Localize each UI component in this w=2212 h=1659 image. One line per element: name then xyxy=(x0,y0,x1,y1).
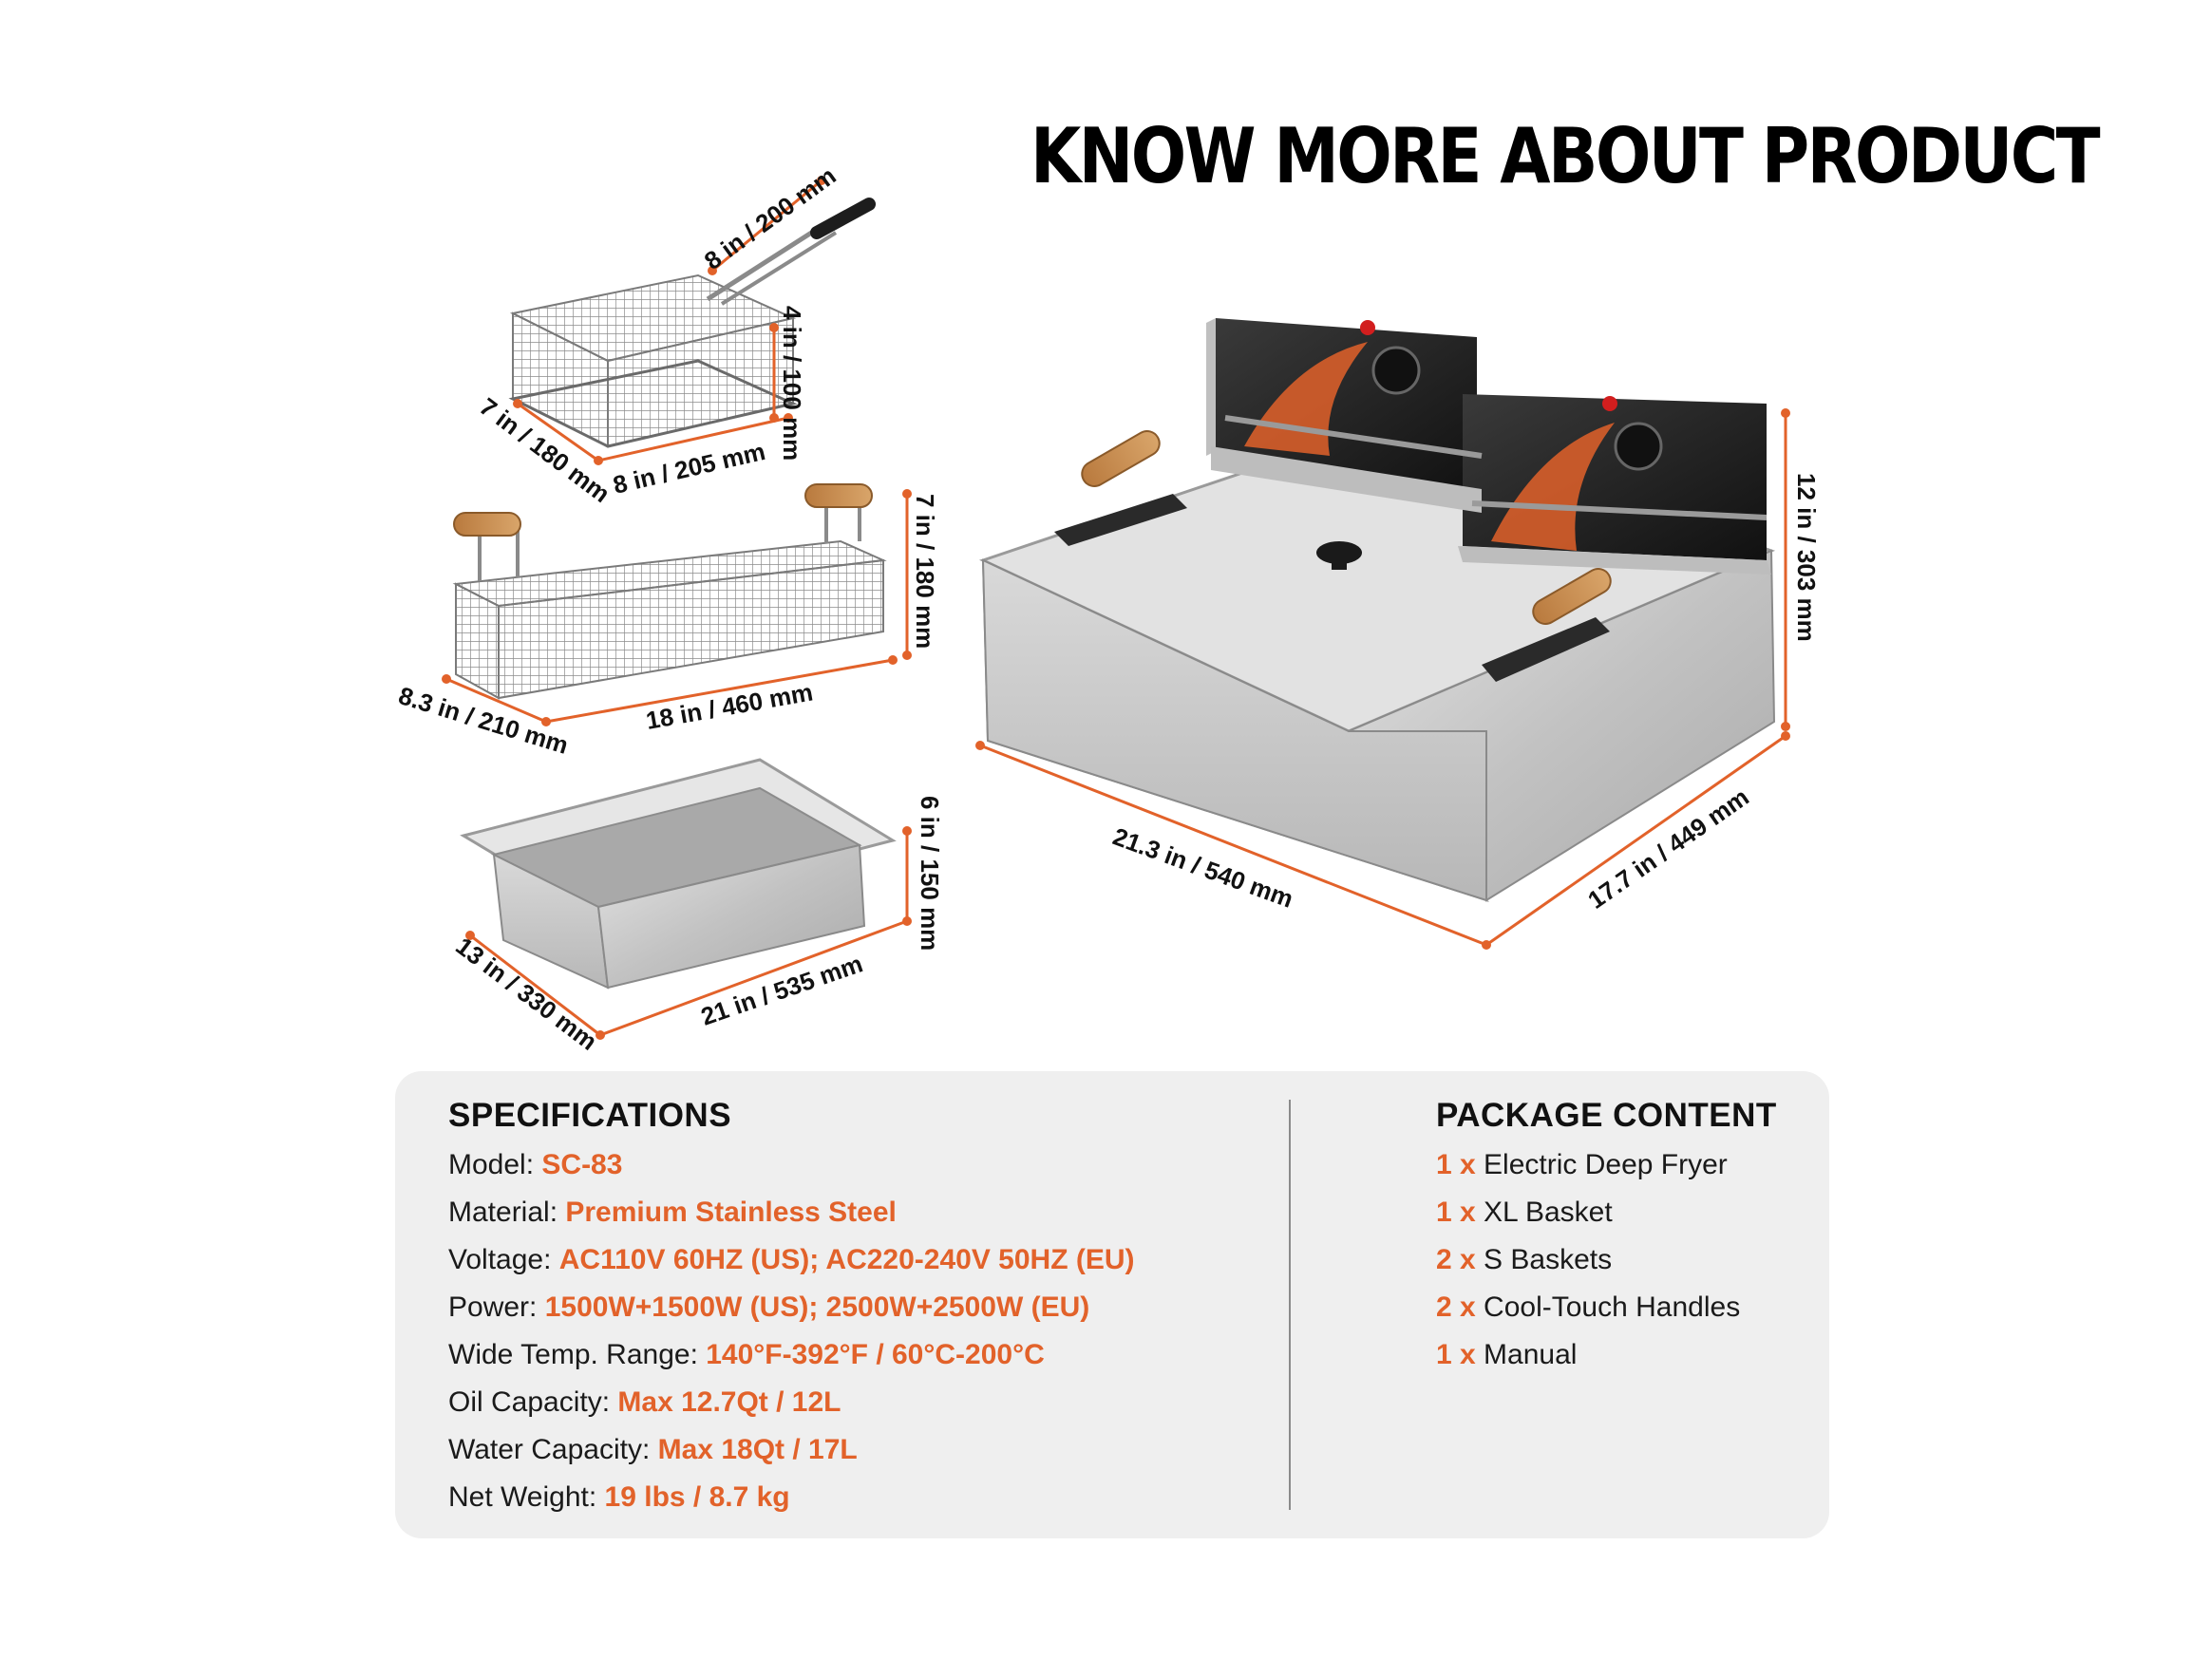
dim-fryer-height: 12 in / 303 mm xyxy=(1792,473,1821,642)
spec-value: Premium Stainless Steel xyxy=(565,1197,897,1228)
package-item-name: S Baskets xyxy=(1484,1244,1613,1275)
spec-label: Voltage: xyxy=(448,1244,559,1275)
small-basket-illustration xyxy=(508,198,876,448)
package-item-qty: 2 x xyxy=(1436,1291,1484,1323)
spec-value: AC110V 60HZ (US); AC220-240V 50HZ (EU) xyxy=(558,1244,1135,1275)
package-item: 1 x Electric Deep Fryer xyxy=(1436,1141,1777,1189)
spec-row-water-capacity: Water Capacity: Max 18Qt / 17L xyxy=(448,1426,1135,1474)
xl-basket-dimension-lines xyxy=(442,489,912,726)
package-item-qty: 1 x xyxy=(1436,1339,1484,1370)
product-diagram: 8 in / 200 mm 4 in / 100 mm 7 in / 180 m… xyxy=(395,161,1821,1056)
spec-row-model: Model: SC-83 xyxy=(448,1141,1135,1189)
spec-row-temp-range: Wide Temp. Range: 140°F-392°F / 60°C-200… xyxy=(448,1331,1135,1379)
specs-panel xyxy=(395,1071,1829,1538)
dim-small-basket-width: 8 in / 205 mm xyxy=(611,437,768,500)
spec-row-material: Material: Premium Stainless Steel xyxy=(448,1189,1135,1236)
package-item: 2 x Cool-Touch Handles xyxy=(1436,1284,1777,1331)
package-content-section: PACKAGE CONTENT 1 x Electric Deep Fryer … xyxy=(1436,1090,1777,1379)
spec-value: SC-83 xyxy=(541,1149,623,1180)
dim-xl-basket-height: 7 in / 180 mm xyxy=(911,494,939,649)
package-item-qty: 2 x xyxy=(1436,1244,1484,1275)
oil-tank-illustration xyxy=(460,758,897,990)
spec-label: Material: xyxy=(448,1197,566,1228)
tank-dimension-lines xyxy=(465,826,912,1040)
spec-label: Water Capacity: xyxy=(448,1434,658,1465)
package-item: 2 x S Baskets xyxy=(1436,1236,1777,1284)
deep-fryer-illustration xyxy=(978,318,1776,902)
small-basket-dimension-lines xyxy=(513,176,826,465)
spec-value: 19 lbs / 8.7 kg xyxy=(604,1481,790,1513)
package-item-name: Cool-Touch Handles xyxy=(1484,1291,1741,1323)
xl-basket-illustration xyxy=(452,483,887,700)
spec-row-power: Power: 1500W+1500W (US); 2500W+2500W (EU… xyxy=(448,1284,1135,1331)
specifications-heading: SPECIFICATIONS xyxy=(448,1097,732,1134)
package-item: 1 x Manual xyxy=(1436,1331,1777,1379)
fryer-dimension-lines xyxy=(975,408,1790,950)
dim-tank-height: 6 in / 150 mm xyxy=(916,796,944,951)
spec-row-net-weight: Net Weight: 19 lbs / 8.7 kg xyxy=(448,1474,1135,1521)
package-item-name: Manual xyxy=(1484,1339,1578,1370)
spec-value: 1500W+1500W (US); 2500W+2500W (EU) xyxy=(544,1291,1090,1323)
spec-label: Wide Temp. Range: xyxy=(448,1339,707,1370)
spec-label: Power: xyxy=(448,1291,545,1323)
package-item-name: XL Basket xyxy=(1484,1197,1613,1228)
package-item: 1 x XL Basket xyxy=(1436,1189,1777,1236)
dim-xl-basket-width: 18 in / 460 mm xyxy=(644,677,815,734)
package-item-name: Electric Deep Fryer xyxy=(1484,1149,1728,1180)
specifications-section: SPECIFICATIONS Model: SC-83 Material: Pr… xyxy=(448,1090,1135,1521)
spec-value: Max 12.7Qt / 12L xyxy=(617,1386,841,1418)
spec-row-oil-capacity: Oil Capacity: Max 12.7Qt / 12L xyxy=(448,1379,1135,1426)
dim-small-basket-height: 4 in / 100 mm xyxy=(778,306,806,461)
panel-divider xyxy=(1289,1100,1291,1510)
package-item-qty: 1 x xyxy=(1436,1149,1484,1180)
package-item-qty: 1 x xyxy=(1436,1197,1484,1228)
spec-value: 140°F-392°F / 60°C-200°C xyxy=(706,1339,1045,1370)
spec-label: Oil Capacity: xyxy=(448,1386,618,1418)
spec-row-voltage: Voltage: AC110V 60HZ (US); AC220-240V 50… xyxy=(448,1236,1135,1284)
spec-label: Net Weight: xyxy=(448,1481,605,1513)
spec-label: Model: xyxy=(448,1149,542,1180)
dim-fryer-width: 21.3 in / 540 mm xyxy=(1109,821,1297,913)
spec-value: Max 18Qt / 17L xyxy=(657,1434,858,1465)
package-content-heading: PACKAGE CONTENT xyxy=(1436,1097,1777,1134)
